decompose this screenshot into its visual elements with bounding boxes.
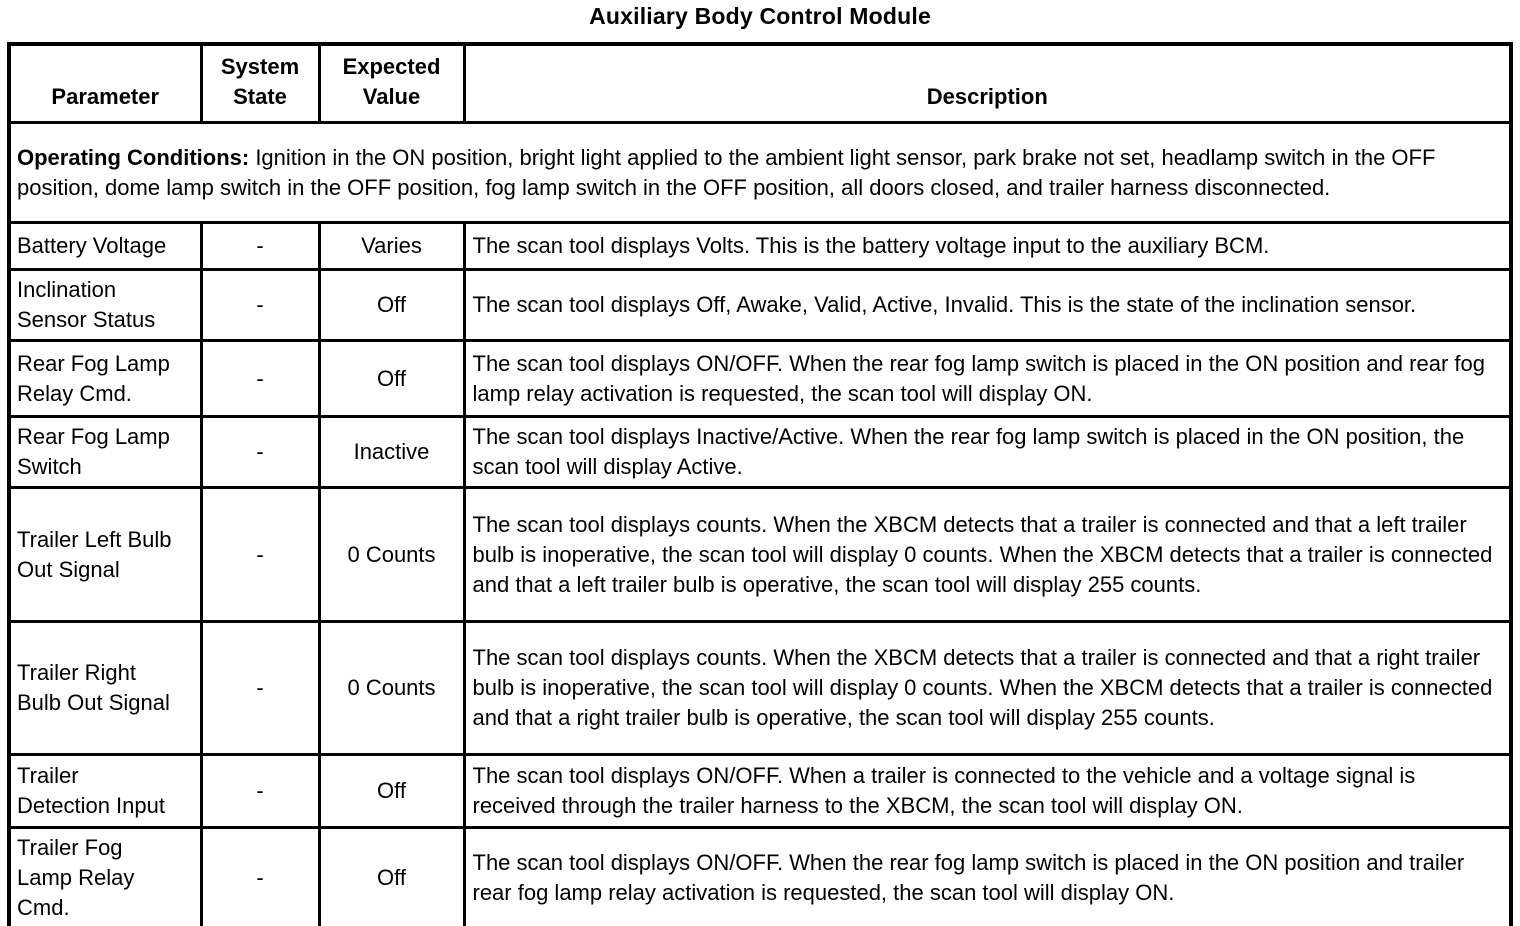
system-state-cell: - (199, 339, 321, 418)
operating-conditions-row: Operating Conditions: Ignition in the ON… (7, 121, 1513, 224)
description-cell: The scan tool displays counts. When the … (462, 620, 1513, 756)
parameter-cell: Trailer Fog Lamp Relay Cmd. (7, 826, 203, 926)
column-header-system-state: System State (199, 42, 321, 124)
parameter-cell: Trailer Detection Input (7, 753, 203, 829)
description-cell: The scan tool displays ON/OFF. When the … (462, 826, 1513, 926)
column-header-expected-value: Expected Value (317, 42, 466, 124)
table-row: Inclination Sensor Status - Off The scan… (7, 268, 1513, 342)
page-title: Auxiliary Body Control Module (589, 3, 931, 29)
parameter-cell: Rear Fog Lamp Switch (7, 415, 203, 489)
system-state-cell: - (199, 415, 321, 489)
system-state-cell: - (199, 221, 321, 271)
parameter-cell: Trailer Left Bulb Out Signal (7, 486, 203, 623)
expected-value-cell: Off (317, 268, 466, 342)
table-row: Trailer Detection Input - Off The scan t… (7, 753, 1513, 829)
parameter-cell: Battery Voltage (7, 221, 203, 271)
table-row: Battery Voltage - Varies The scan tool d… (7, 221, 1513, 271)
system-state-cell: - (199, 268, 321, 342)
description-cell: The scan tool displays Inactive/Active. … (462, 415, 1513, 489)
expected-value-cell: Off (317, 826, 466, 926)
expected-value-cell: Off (317, 339, 466, 418)
description-cell: The scan tool displays ON/OFF. When the … (462, 339, 1513, 418)
parameters-table: Parameter System State Expected Value De… (7, 42, 1513, 926)
expected-value-cell: Off (317, 753, 466, 829)
description-cell: The scan tool displays Off, Awake, Valid… (462, 268, 1513, 342)
expected-value-cell: Varies (317, 221, 466, 271)
expected-value-cell: 0 Counts (317, 486, 466, 623)
parameter-cell: Inclination Sensor Status (7, 268, 203, 342)
system-state-cell: - (199, 826, 321, 926)
operating-conditions-cell: Operating Conditions: Ignition in the ON… (7, 121, 1513, 224)
operating-conditions-label: Operating Conditions: (17, 144, 250, 170)
expected-value-cell: Inactive (317, 415, 466, 489)
table-row: Trailer Left Bulb Out Signal - 0 Counts … (7, 486, 1513, 623)
system-state-cell: - (199, 753, 321, 829)
table-header-row: Parameter System State Expected Value De… (7, 42, 1513, 124)
table-row: Trailer Right Bulb Out Signal - 0 Counts… (7, 620, 1513, 756)
column-header-parameter: Parameter (7, 42, 203, 124)
table-row: Trailer Fog Lamp Relay Cmd. - Off The sc… (7, 826, 1513, 926)
parameter-cell: Rear Fog Lamp Relay Cmd. (7, 339, 203, 418)
system-state-cell: - (199, 486, 321, 623)
table-row: Rear Fog Lamp Switch - Inactive The scan… (7, 415, 1513, 489)
expected-value-cell: 0 Counts (317, 620, 466, 756)
system-state-cell: - (199, 620, 321, 756)
parameter-cell: Trailer Right Bulb Out Signal (7, 620, 203, 756)
column-header-description: Description (462, 42, 1513, 124)
operating-conditions-text: Ignition in the ON position, bright ligh… (17, 144, 1436, 200)
description-cell: The scan tool displays ON/OFF. When a tr… (462, 753, 1513, 829)
table-row: Rear Fog Lamp Relay Cmd. - Off The scan … (7, 339, 1513, 418)
description-cell: The scan tool displays Volts. This is th… (462, 221, 1513, 271)
description-cell: The scan tool displays counts. When the … (462, 486, 1513, 623)
